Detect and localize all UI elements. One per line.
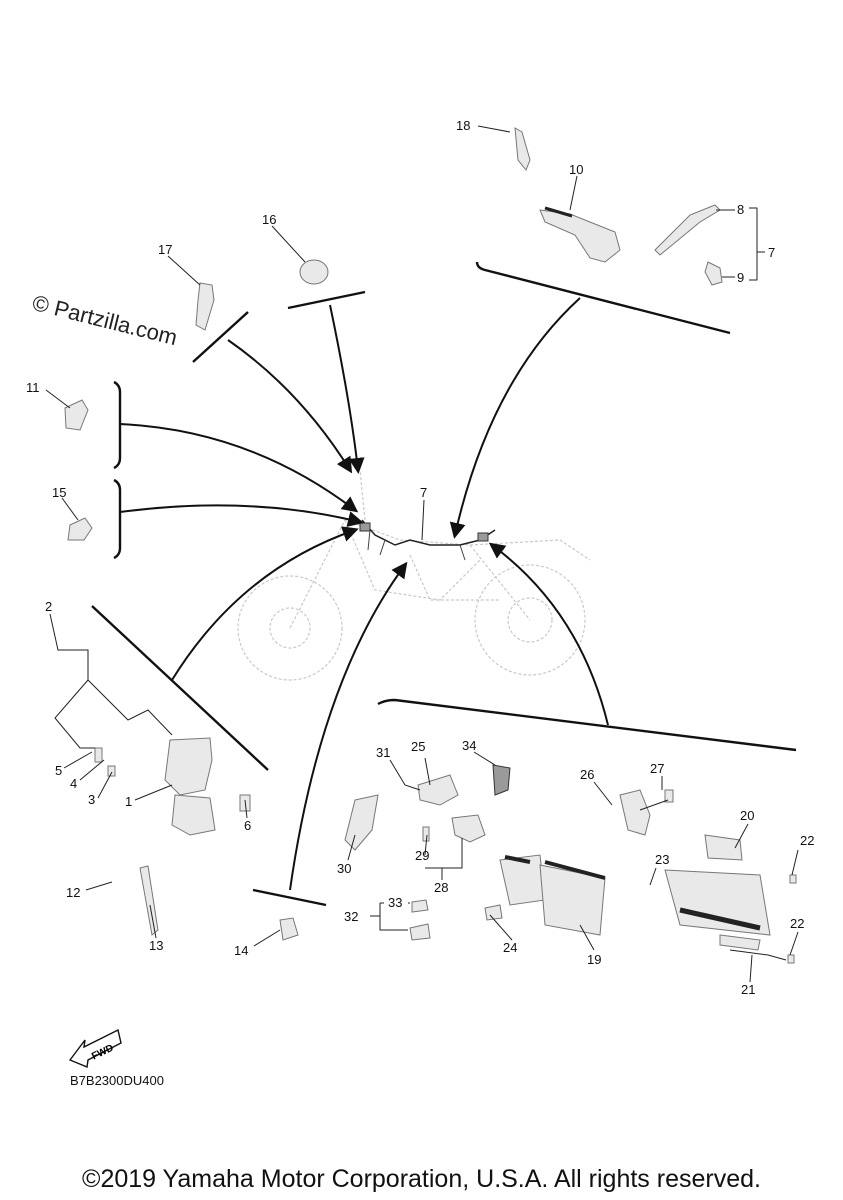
fwd-arrow-icon: FWD: [68, 1028, 122, 1068]
callout-33: 33: [388, 895, 402, 910]
callout-1: 1: [125, 794, 132, 809]
callout-9: 9: [737, 270, 744, 285]
callout-28: 28: [434, 880, 448, 895]
callout-26: 26: [580, 767, 594, 782]
diagram-code: B7B2300DU400: [70, 1073, 164, 1088]
callout-27: 27: [650, 761, 664, 776]
callout-22-top: 22: [800, 833, 814, 848]
callout-17: 17: [158, 242, 172, 257]
callout-18: 18: [456, 118, 470, 133]
callout-22-bottom: 22: [790, 916, 804, 931]
leader-arrows: [119, 297, 609, 891]
callout-16: 16: [262, 212, 276, 227]
callout-14: 14: [234, 943, 248, 958]
callout-29: 29: [415, 848, 429, 863]
callout-7-top: 7: [768, 245, 775, 260]
callout-6: 6: [244, 818, 251, 833]
callout-8: 8: [737, 202, 744, 217]
part-sketches: [64, 127, 797, 964]
callout-13: 13: [149, 938, 163, 953]
callout-24: 24: [503, 940, 517, 955]
callout-3: 3: [88, 792, 95, 807]
callout-2: 2: [45, 599, 52, 614]
motorcycle-outline: [237, 469, 591, 681]
callout-5: 5: [55, 763, 62, 778]
bracket-bars: [91, 261, 797, 907]
callout-leaders: [45, 125, 799, 983]
callout-32: 32: [344, 909, 358, 924]
copyright-footer: ©2019 Yamaha Motor Corporation, U.S.A. A…: [82, 1165, 761, 1193]
callout-21: 21: [741, 982, 755, 997]
callout-labels: 18 10 8 7 9 16 17 11 15 7 2 5 4 3 1 6 12…: [26, 118, 814, 997]
callout-15: 15: [52, 485, 66, 500]
callout-23: 23: [655, 852, 669, 867]
callout-7-center: 7: [420, 485, 427, 500]
callout-31: 31: [376, 745, 390, 760]
wire-harness: [359, 519, 496, 561]
callout-20: 20: [740, 808, 754, 823]
callout-19: 19: [587, 952, 601, 967]
callout-25: 25: [411, 739, 425, 754]
callout-12: 12: [66, 885, 80, 900]
callout-4: 4: [70, 776, 77, 791]
callout-10: 10: [569, 162, 583, 177]
callout-30: 30: [337, 861, 351, 876]
callout-34: 34: [462, 738, 476, 753]
callout-11: 11: [26, 380, 40, 395]
